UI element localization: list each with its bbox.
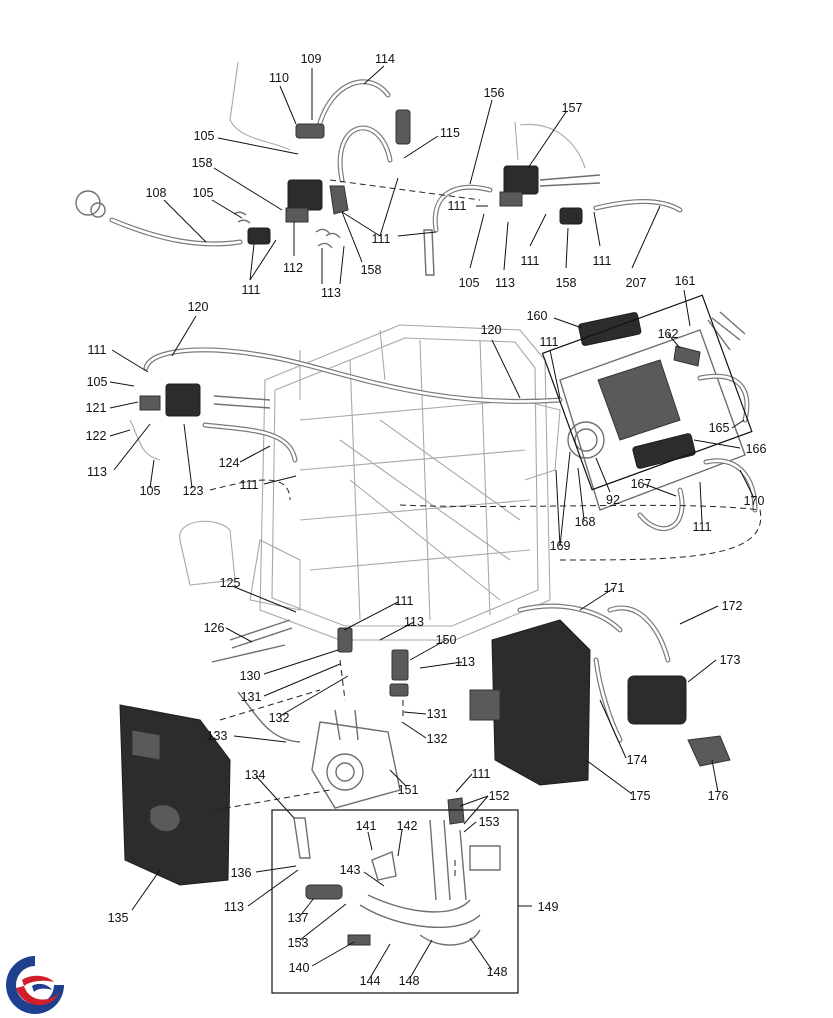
- callout-148: 148: [486, 965, 508, 979]
- callout-168: 168: [574, 515, 596, 529]
- callout-111: 111: [520, 254, 540, 268]
- leader-lines: [109, 65, 755, 979]
- callout-112: 112: [283, 261, 303, 275]
- connection-lines: [209, 179, 762, 880]
- callout-148: 148: [398, 974, 420, 988]
- callout-113: 113: [321, 286, 341, 300]
- callout-169: 169: [549, 539, 571, 553]
- callout-165: 165: [708, 421, 730, 435]
- callout-111: 111: [241, 283, 261, 297]
- callout-113: 113: [224, 900, 244, 914]
- callout-137: 137: [287, 911, 309, 925]
- callout-111: 111: [394, 594, 414, 608]
- callout-111: 111: [371, 232, 391, 246]
- callout-105: 105: [193, 129, 215, 143]
- callout-111: 111: [239, 478, 259, 492]
- callout-114: 114: [375, 52, 395, 66]
- callout-173: 173: [719, 653, 741, 667]
- brand-logo-icon: [6, 956, 64, 1014]
- callout-157: 157: [561, 101, 583, 115]
- callout-113: 113: [495, 276, 515, 290]
- callout-207: 207: [625, 276, 647, 290]
- callout-121: 121: [85, 401, 107, 415]
- callout-108: 108: [145, 186, 167, 200]
- chassis-frame: [179, 324, 561, 641]
- callout-124: 124: [218, 456, 240, 470]
- callout-144: 144: [359, 974, 381, 988]
- valve-group-right: [432, 121, 683, 233]
- callout-149: 149: [537, 900, 559, 914]
- callout-141: 141: [355, 819, 377, 833]
- callout-110: 110: [269, 71, 289, 85]
- callout-172: 172: [721, 599, 743, 613]
- callout-132: 132: [268, 711, 290, 725]
- callout-153: 153: [478, 815, 500, 829]
- callout-161: 161: [674, 274, 696, 288]
- callout-131: 131: [240, 690, 262, 704]
- valve-group-left: [75, 61, 435, 276]
- callout-109: 109: [300, 52, 322, 66]
- callout-171: 171: [603, 581, 625, 595]
- callout-113: 113: [404, 615, 424, 629]
- callout-174: 174: [626, 753, 648, 767]
- callout-152: 152: [488, 789, 510, 803]
- center-lower-parts: [211, 619, 409, 859]
- callout-111: 111: [471, 767, 491, 781]
- callout-111: 111: [447, 199, 467, 213]
- callout-160: 160: [526, 309, 548, 323]
- callout-142: 142: [396, 819, 418, 833]
- callout-122: 122: [85, 429, 107, 443]
- callout-170: 170: [743, 494, 765, 508]
- callout-126: 126: [203, 621, 225, 635]
- callout-111: 111: [539, 335, 559, 349]
- callout-125: 125: [219, 576, 241, 590]
- callout-115: 115: [440, 126, 460, 140]
- callout-158: 158: [191, 156, 213, 170]
- callout-111: 111: [87, 343, 107, 357]
- callout-136: 136: [230, 866, 252, 880]
- callout-158: 158: [360, 263, 382, 277]
- callout-134: 134: [244, 768, 266, 782]
- pump-assembly: [559, 311, 758, 532]
- callout-156: 156: [483, 86, 505, 100]
- callout-135: 135: [107, 911, 129, 925]
- valve-group-mid-left: [129, 347, 563, 463]
- callout-120: 120: [480, 323, 502, 337]
- callout-111: 111: [592, 254, 612, 268]
- callout-167: 167: [630, 477, 652, 491]
- callout-166: 166: [745, 442, 767, 456]
- callout-120: 120: [187, 300, 209, 314]
- callout-158: 158: [555, 276, 577, 290]
- callout-143: 143: [339, 863, 361, 877]
- tank-assembly: [469, 603, 731, 786]
- callout-box-149: [271, 809, 519, 994]
- callout-150: 150: [435, 633, 457, 647]
- callout-105: 105: [86, 375, 108, 389]
- callout-140: 140: [288, 961, 310, 975]
- callout-131: 131: [426, 707, 448, 721]
- callout-123: 123: [182, 484, 204, 498]
- callout-176: 176: [707, 789, 729, 803]
- callout-162: 162: [657, 327, 679, 341]
- callout-105: 105: [458, 276, 480, 290]
- callout-175: 175: [629, 789, 651, 803]
- callout-133: 133: [206, 729, 228, 743]
- callout-111: 111: [692, 520, 712, 534]
- callout-box-161: [541, 294, 753, 491]
- callout-113: 113: [87, 465, 107, 479]
- callout-113: 113: [455, 655, 475, 669]
- callout-105: 105: [139, 484, 161, 498]
- dispenser-assembly: [305, 797, 501, 946]
- callout-153: 153: [287, 936, 309, 950]
- callout-132: 132: [426, 732, 448, 746]
- callout-151: 151: [397, 783, 419, 797]
- callout-130: 130: [239, 669, 261, 683]
- callout-105: 105: [192, 186, 214, 200]
- callout-92: 92: [606, 493, 620, 507]
- left-bracket: [119, 704, 231, 886]
